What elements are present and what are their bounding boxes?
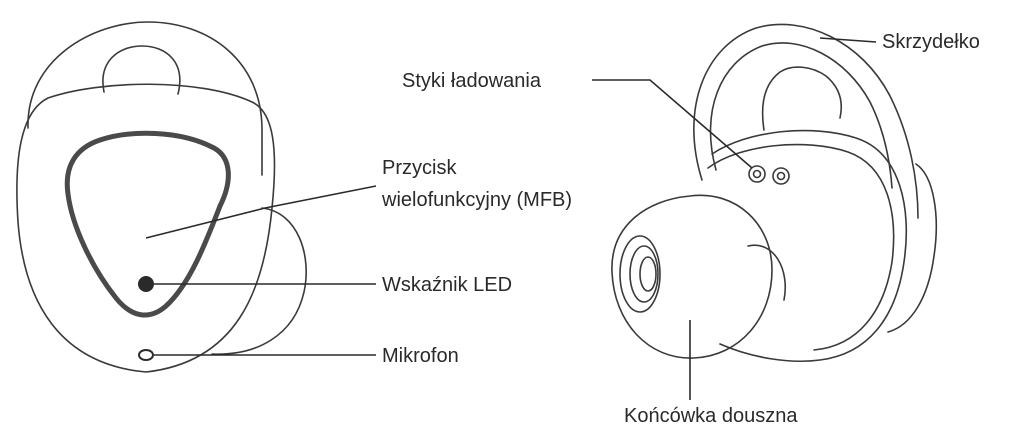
left-earbud-wing	[102, 45, 181, 95]
left-earbud-stem	[211, 207, 307, 355]
led-indicator-dot	[138, 276, 154, 292]
left-earbud-outer-shell	[27, 21, 263, 176]
right-earbud-back-edge	[887, 163, 938, 333]
ear-tip-opening-core	[639, 256, 657, 292]
wing-outer	[693, 23, 919, 219]
mic-label: Mikrofon	[382, 345, 459, 367]
mfb-leader-line	[145, 185, 377, 239]
right-earbud-inner-rim	[707, 143, 895, 351]
left-earbud-body	[16, 83, 276, 373]
right-earbud-side-view	[611, 23, 938, 363]
charging-contacts-leader-line	[592, 79, 753, 169]
charging-contact-1-inner	[752, 169, 762, 179]
right-earbud-body	[711, 129, 908, 363]
mfb-label-line2: wielofunkcyjny (MFB)	[381, 189, 572, 211]
microphone-hole	[138, 349, 154, 361]
ear-tip-opening	[619, 235, 661, 313]
charging-contacts-label: Styki ładowania	[402, 70, 542, 92]
wing-fin	[761, 66, 842, 131]
left-earbud-front-view	[16, 21, 307, 373]
mfb-button-outline	[64, 130, 231, 318]
wing-inner	[709, 42, 893, 189]
wing-label: Skrzydełko	[882, 31, 980, 53]
charging-contact-2	[772, 167, 790, 185]
charging-contact-1	[748, 165, 766, 183]
wing-leader-line	[819, 37, 877, 43]
charging-contact-2-inner	[776, 171, 786, 181]
ear-tip-opening-ring	[629, 245, 659, 303]
ear-tip	[611, 194, 773, 359]
led-label: Wskaźnik LED	[382, 274, 512, 296]
nozzle	[747, 244, 786, 301]
ear-tip-label: Końcówka douszna	[624, 405, 798, 427]
mfb-label-line1: Przycisk	[382, 157, 457, 179]
